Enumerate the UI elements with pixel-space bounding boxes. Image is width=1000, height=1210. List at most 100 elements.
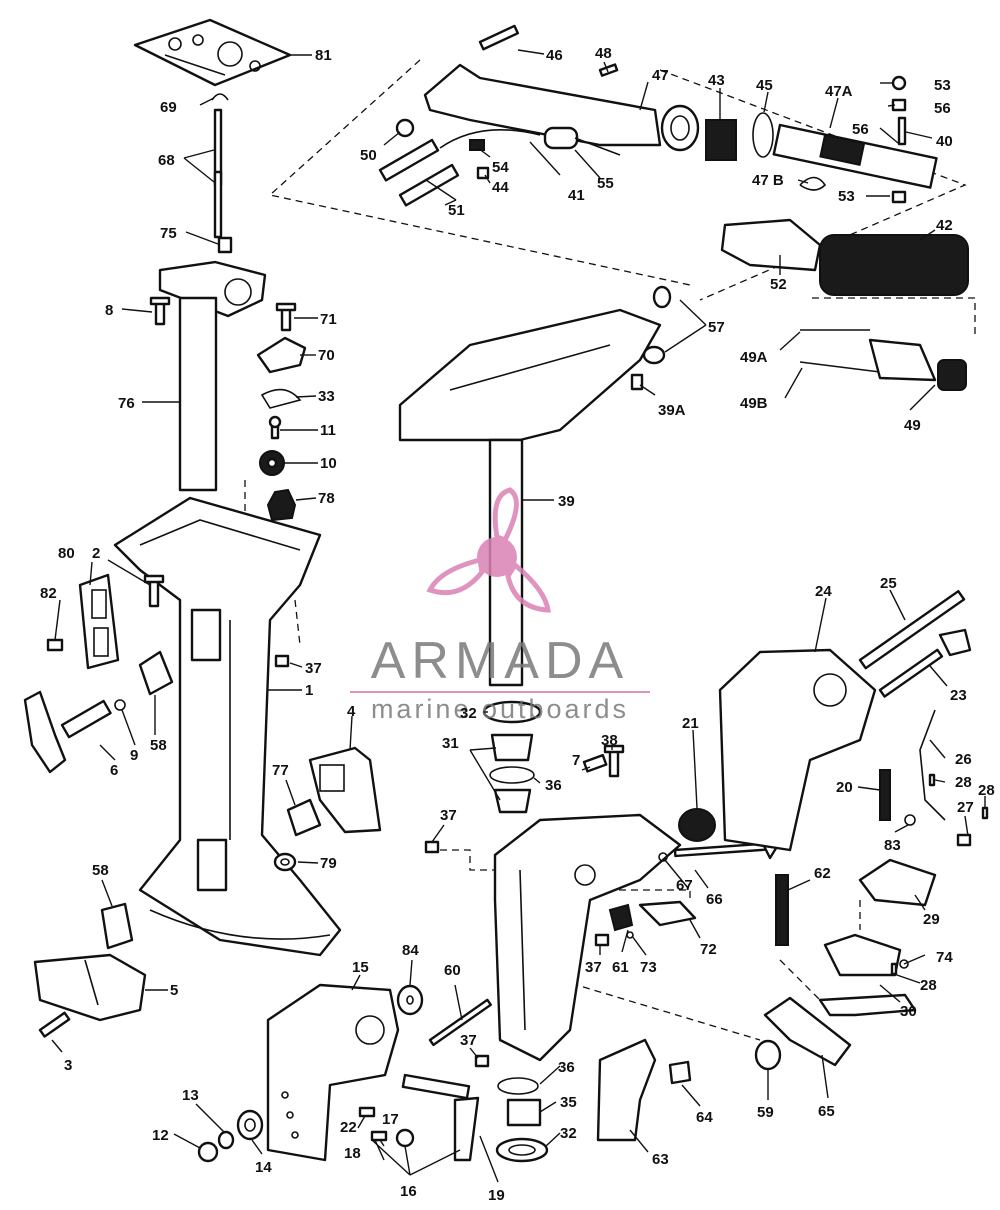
- nut-53-lower: [891, 190, 907, 204]
- clip-69: [211, 93, 229, 101]
- screw-2: [143, 574, 165, 608]
- lock-plate-63: [596, 1038, 657, 1142]
- callout-56-upper: 56: [934, 100, 951, 117]
- callout-42: 42: [936, 217, 953, 234]
- callout-83: 83: [884, 837, 901, 854]
- callout-36-upper: 36: [545, 777, 562, 794]
- exhaust-tube-76: [158, 260, 267, 492]
- callout-28-right: 28: [978, 782, 995, 799]
- callout-37-mid: 37: [440, 807, 457, 824]
- grip-liner-52: [720, 218, 822, 272]
- grommet-79: [273, 852, 297, 872]
- callout-21: 21: [682, 715, 699, 732]
- gasket-81: [133, 18, 292, 87]
- bushing-21: [678, 808, 716, 842]
- callout-77: 77: [272, 762, 289, 779]
- callout-39: 39: [558, 493, 575, 510]
- callout-47a: 47A: [825, 83, 853, 100]
- callout-74: 74: [936, 949, 953, 966]
- shaft-51: [378, 138, 460, 207]
- callout-81: 81: [315, 47, 332, 64]
- callout-72: 72: [700, 941, 717, 958]
- tilt-lever-65: [763, 996, 852, 1067]
- switch-49: [868, 338, 967, 391]
- callout-48: 48: [595, 45, 612, 62]
- callout-5: 5: [170, 982, 178, 999]
- lever-72: [638, 900, 697, 927]
- callout-52: 52: [770, 276, 787, 293]
- bushing-57: [642, 285, 672, 365]
- screw-37-upper: [274, 654, 290, 668]
- callout-47b: 47 B: [752, 172, 784, 189]
- callout-61: 61: [612, 959, 629, 976]
- callout-15: 15: [352, 959, 369, 976]
- washer-84: [396, 984, 424, 1016]
- screw-18: [370, 1130, 388, 1142]
- screw-44: [476, 166, 490, 180]
- callout-24: 24: [815, 583, 832, 600]
- callout-16: 16: [400, 1183, 417, 1200]
- callout-19: 19: [488, 1187, 505, 1204]
- callout-22: 22: [340, 1119, 357, 1136]
- thumbscrew-19: [401, 1073, 480, 1162]
- callout-3: 3: [64, 1057, 72, 1074]
- screw-8: [149, 296, 171, 326]
- bushing-59: [754, 1039, 782, 1071]
- screw-37-mid: [424, 840, 440, 854]
- washer-13: [217, 1130, 235, 1150]
- gasket-33: [260, 388, 302, 409]
- callout-73: 73: [640, 959, 657, 976]
- handle-grip-42: [819, 234, 969, 296]
- pin-48: [598, 63, 619, 77]
- callout-38: 38: [601, 732, 618, 749]
- propeller-logo: [426, 487, 551, 613]
- o-ring-36-upper: [489, 766, 535, 784]
- callout-4: 4: [347, 703, 356, 720]
- callout-68: 68: [158, 152, 175, 169]
- callout-35: 35: [560, 1094, 577, 1111]
- callout-30: 30: [900, 1003, 917, 1020]
- bushing-35: [506, 1098, 542, 1127]
- throttle-cable-41: [439, 126, 621, 156]
- leader-lines: [51, 49, 986, 1183]
- callout-57: 57: [708, 319, 725, 336]
- callout-58-upper: 58: [150, 737, 167, 754]
- callout-59: 59: [757, 1104, 774, 1121]
- callout-82: 82: [40, 585, 57, 602]
- screw-37-lower: [594, 933, 610, 947]
- spring-7: [582, 753, 608, 773]
- connector-75: [217, 236, 233, 254]
- callout-37-lower: 37: [585, 959, 602, 976]
- bracket-4: [308, 746, 382, 834]
- swivel-bracket-39: [398, 308, 662, 687]
- callout-46: 46: [546, 47, 563, 64]
- spring-67: [658, 852, 668, 862]
- callout-2: 2: [92, 545, 100, 562]
- driveshaft-housing-1: [113, 496, 342, 957]
- gear-10: [259, 450, 285, 476]
- rod-25: [858, 589, 966, 670]
- o-ring-36-lower: [497, 1077, 539, 1095]
- cam-61: [608, 903, 634, 932]
- cover-80: [78, 573, 120, 670]
- gear-78: [266, 488, 297, 522]
- callout-54: 54: [492, 159, 509, 176]
- callout-80: 80: [58, 545, 75, 562]
- spring-20: [879, 769, 891, 821]
- stern-bracket-center: [493, 813, 682, 1062]
- nut-50: [395, 118, 415, 138]
- callout-8: 8: [105, 302, 113, 319]
- callout-32-upper: 32: [460, 705, 477, 722]
- screw-3: [38, 1011, 71, 1038]
- callout-6: 6: [110, 762, 118, 779]
- nut-53-upper: [891, 75, 907, 91]
- callout-66: 66: [706, 891, 723, 908]
- rod-60: [428, 998, 492, 1047]
- screw-27: [956, 833, 972, 847]
- washer-83: [904, 814, 916, 826]
- washer-17: [395, 1128, 415, 1148]
- tiller-arm-47: [423, 63, 700, 152]
- callout-44: 44: [492, 179, 509, 196]
- mount-77: [286, 798, 322, 837]
